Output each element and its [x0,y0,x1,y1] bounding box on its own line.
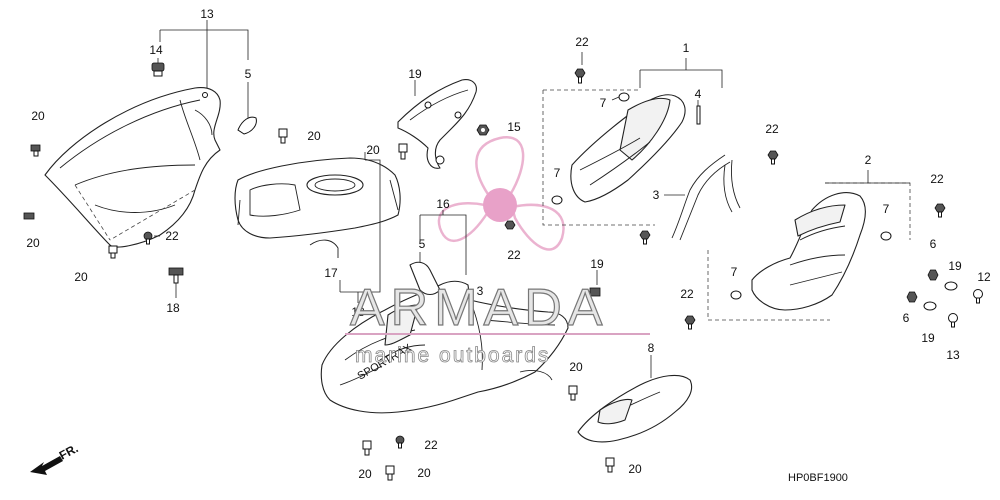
fuel-tank-cover [234,157,401,239]
callout-7b: 7 [554,166,561,180]
callout-20e: 20 [74,270,88,284]
callout-16: 19 [590,257,604,271]
diagram-code: HP0BF1900 [788,472,848,484]
callout-7a: 7 [600,96,607,110]
callout-18b: 13 [946,348,960,362]
callout-20f: 20 [569,360,583,374]
callout-14: 18 [351,305,365,319]
callout-2: 2 [865,153,872,167]
callout-17: 18 [166,301,180,315]
callout-22b: 22 [575,35,589,49]
callout-19a: 19 [948,259,962,273]
callout-11: 15 [507,120,521,134]
callout-7d: 7 [731,265,738,279]
callout-18a: 12 [977,270,991,284]
callout-1: 1 [683,41,690,55]
callout-21b: 22 [424,438,438,452]
callout-6b: 6 [903,311,910,325]
wire-guide-3 [671,154,741,241]
callout-20g: 20 [358,467,372,481]
callout-13: 17 [324,266,338,280]
callout-22c: 22 [765,122,779,136]
callout-15: 19 [408,67,422,81]
callout-20i: 20 [628,462,642,476]
callout-6a: 6 [930,237,937,251]
guard-8 [577,374,693,443]
watermark-propeller-logo [437,136,565,251]
part-13-hose [309,239,339,258]
callout-12: 16 [436,197,450,211]
callout-20c: 20 [366,143,380,157]
watermark-tagline: marine outboards [355,344,550,367]
callout-20a: 20 [31,109,45,123]
callout-20d: 20 [26,236,40,250]
air-duct-1 [542,89,686,226]
callout-21a: 22 [165,229,179,243]
watermark-brand: ARMADA [350,279,608,337]
front-fender-cover [44,87,221,248]
callout-22d: 22 [930,172,944,186]
callout-labels: 13 14 5 20 20 20 20 20 22 18 17 18 19 15… [26,7,991,481]
callout-20h: 20 [417,466,431,480]
fasteners [23,62,983,481]
callout-8: 8 [648,341,655,355]
callout-4: 4 [695,87,702,101]
callout-20b: 20 [307,129,321,143]
callout-5b: 5 [419,237,426,251]
callout-19b: 19 [921,331,935,345]
callout-3: 3 [653,188,660,202]
callout-22a: 22 [507,248,521,262]
bracket-15 [397,79,477,169]
direction-arrow-icon [30,456,63,475]
callout-7c: 7 [883,202,890,216]
callout-9: 13 [200,7,214,21]
callout-22f: 22 [680,287,694,301]
front-direction-indicator: FR. [30,441,80,475]
callout-10: 14 [149,43,163,57]
leader-lines [154,20,910,378]
callout-5a: 5 [245,67,252,81]
callout-3b: 3 [477,284,484,298]
